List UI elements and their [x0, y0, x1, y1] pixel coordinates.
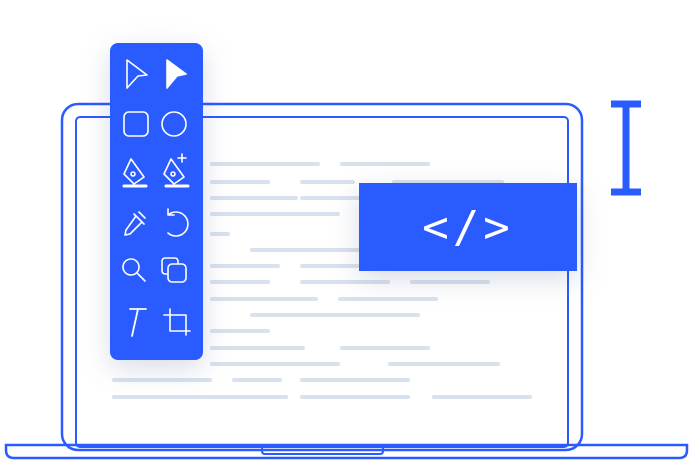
arrow-filled-icon[interactable] — [166, 59, 187, 89]
pen-tool-icon[interactable] — [122, 158, 148, 188]
laptop-notch — [261, 445, 384, 455]
crop-icon[interactable] — [163, 308, 191, 336]
magnifier-icon[interactable] — [122, 258, 146, 282]
pen-plus-icon[interactable] — [163, 153, 190, 188]
text-cursor-icon — [611, 100, 641, 196]
code-badge — [359, 183, 577, 271]
rounded-rectangle-icon[interactable] — [123, 111, 149, 137]
laptop-lid-outer — [60, 102, 584, 452]
toolbar-icons — [122, 59, 191, 337]
type-icon[interactable] — [129, 308, 147, 337]
arrow-outline-icon[interactable] — [126, 59, 148, 89]
laptop-base — [4, 443, 689, 460]
rotate-icon[interactable] — [167, 208, 189, 237]
tool-palette — [110, 43, 203, 360]
laptop — [4, 102, 689, 460]
laptop-screen — [75, 116, 569, 448]
eyedropper-icon[interactable] — [124, 211, 146, 236]
layers-icon[interactable] — [161, 257, 187, 283]
circle-icon[interactable] — [161, 111, 187, 137]
